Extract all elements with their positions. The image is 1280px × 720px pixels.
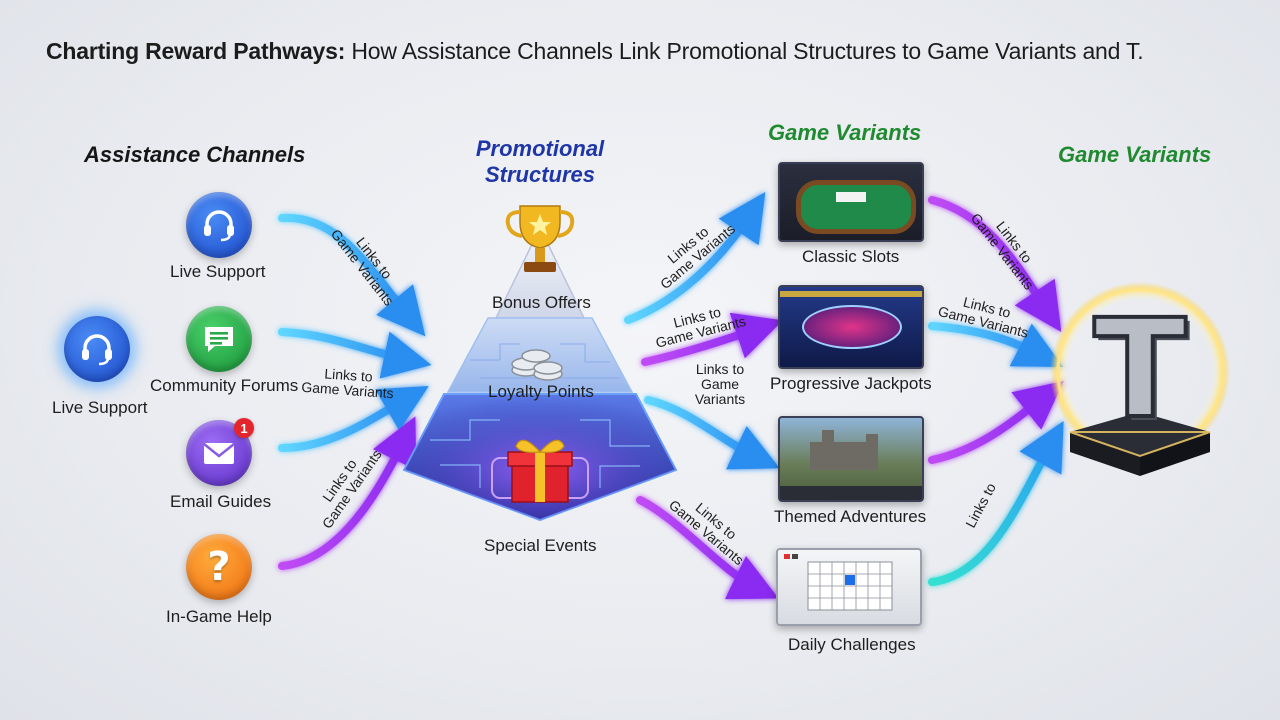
active-cell bbox=[845, 575, 855, 585]
header-assistance-channels: Assistance Channels bbox=[84, 142, 306, 167]
pyramid-special-events-label: Special Events bbox=[484, 536, 597, 555]
challenge-grid bbox=[807, 561, 893, 611]
email-notification-badge: 1 bbox=[234, 418, 254, 438]
community-forums-label: Community Forums bbox=[150, 376, 299, 395]
link-label-f-line2: Game bbox=[700, 376, 740, 392]
title-bold: Charting Reward Pathways: bbox=[46, 38, 346, 64]
headset-icon bbox=[204, 210, 234, 242]
arrow-progressive-to-t bbox=[928, 322, 1064, 368]
chat-icon bbox=[205, 327, 233, 352]
arrow-pyramid-to-themed bbox=[644, 396, 780, 470]
themed-adventures-label: Themed Adventures bbox=[774, 507, 927, 526]
header-game-variants: Game Variants bbox=[768, 120, 922, 145]
poker-table-shape bbox=[796, 180, 916, 234]
progressive-jackpots-thumbnail[interactable] bbox=[778, 285, 924, 369]
arrow-classic-to-t bbox=[928, 196, 1062, 332]
headset-icon bbox=[82, 334, 112, 366]
arrow-forums-to-pyramid bbox=[278, 328, 432, 379]
live-support-side-icon-button[interactable] bbox=[64, 316, 130, 382]
in-game-help-icon-button[interactable]: ? bbox=[186, 534, 252, 600]
hud-bar bbox=[780, 486, 922, 500]
jackpot-bar bbox=[780, 291, 922, 297]
pyramid-loyalty-points-label: Loyalty Points bbox=[488, 382, 594, 401]
in-game-help-label: In-Game Help bbox=[166, 607, 272, 626]
title-rest: How Assistance Channels Link Promotional… bbox=[345, 38, 1144, 64]
header-promo-line1: Promotional bbox=[475, 136, 605, 161]
link-label-f: Links to Game Variants bbox=[680, 362, 760, 407]
header-promotional-structures: Promotional Structures bbox=[458, 136, 622, 188]
email-guides-icon-button[interactable] bbox=[186, 420, 252, 486]
arrow-email-to-pyramid bbox=[278, 385, 429, 452]
t-letter-icon: T bbox=[1092, 289, 1189, 451]
link-label-f-line1: Links to bbox=[695, 361, 745, 377]
classic-slots-label: Classic Slots bbox=[802, 247, 900, 266]
mail-icon bbox=[203, 443, 235, 464]
arrow-help-to-pyramid bbox=[278, 416, 417, 570]
jackpot-wheel-shape bbox=[802, 305, 902, 349]
email-guides-label: Email Guides bbox=[170, 492, 272, 511]
link-label-f-line3: Variants bbox=[694, 391, 746, 407]
arrow-pyramid-to-daily bbox=[636, 496, 779, 600]
page-title: Charting Reward Pathways: How Assistance… bbox=[46, 38, 1144, 65]
arrow-pyramid-to-progressive bbox=[641, 312, 783, 366]
arrow-daily-to-t bbox=[928, 420, 1064, 586]
live-support-label: Live Support bbox=[170, 262, 266, 281]
live-support-side-label: Live Support bbox=[52, 398, 148, 417]
daily-challenges-label: Daily Challenges bbox=[788, 635, 916, 654]
arrow-live-to-pyramid bbox=[278, 213, 426, 337]
pyramid-bonus-offers-label: Bonus Offers bbox=[492, 293, 591, 312]
cards-shape bbox=[836, 192, 866, 202]
header-game-variants-right: Game Variants bbox=[1058, 142, 1212, 167]
arrow-themed-to-t bbox=[928, 381, 1064, 464]
arrow-pyramid-to-classic bbox=[624, 192, 766, 324]
header-promo-line2: Structures bbox=[484, 162, 596, 187]
daily-challenges-thumbnail[interactable] bbox=[776, 548, 922, 626]
themed-adventures-thumbnail[interactable] bbox=[778, 416, 924, 502]
progressive-jackpots-label: Progressive Jackpots bbox=[770, 374, 932, 393]
community-forums-icon-button[interactable] bbox=[186, 306, 252, 372]
window-dot-red bbox=[784, 554, 790, 559]
classic-slots-thumbnail[interactable] bbox=[778, 162, 924, 242]
window-dot-dark bbox=[792, 554, 798, 559]
live-support-icon-button[interactable] bbox=[186, 192, 252, 258]
question-icon: ? bbox=[207, 544, 231, 590]
